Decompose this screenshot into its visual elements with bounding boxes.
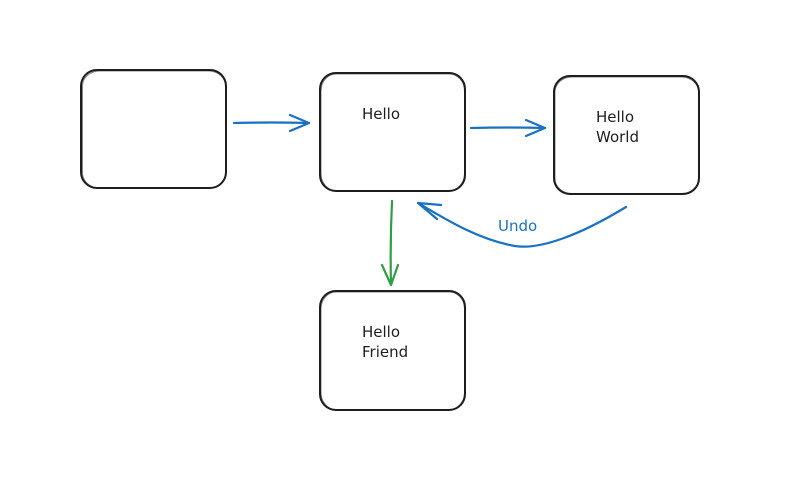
node-hello-world-text: Hello World	[596, 108, 639, 146]
edge-empty-to-hello-arrowhead	[288, 113, 311, 133]
edge-hello-to-hello-world-line	[469, 126, 547, 130]
edge-undo-label: Undo	[498, 217, 537, 235]
edge-empty-to-hello[interactable]	[232, 113, 311, 133]
node-hello-friend-sketch-stroke	[320, 291, 465, 410]
node-hello-world-line-2: World	[596, 128, 639, 146]
edge-hello-to-hello-friend-arrowhead	[380, 263, 400, 287]
edge-hello-to-hello-world-arrowhead	[524, 118, 547, 138]
node-hello-world[interactable]: Hello World	[553, 75, 700, 195]
node-hello[interactable]: Hello	[319, 72, 466, 192]
node-empty[interactable]	[80, 69, 227, 189]
node-hello-world-sketch-stroke	[554, 76, 699, 194]
edge-hello-to-hello-friend[interactable]	[380, 199, 400, 287]
node-hello-friend-text: Hello Friend	[362, 323, 408, 361]
node-hello-sketch-stroke	[320, 73, 465, 191]
edge-undo[interactable]: Undo	[416, 201, 628, 248]
edge-hello-to-hello-world[interactable]	[469, 118, 547, 138]
node-empty-sketch-stroke	[82, 70, 226, 189]
node-hello-box	[319, 72, 466, 192]
node-hello-world-line-1: Hello	[596, 108, 634, 126]
node-empty-box	[80, 69, 227, 189]
edge-undo-arrowhead	[416, 201, 443, 221]
edge-empty-to-hello-line	[232, 121, 311, 125]
node-hello-text: Hello	[362, 105, 400, 123]
node-hello-friend-line-1: Hello	[362, 323, 400, 341]
node-hello-friend[interactable]: Hello Friend	[319, 290, 466, 411]
node-hello-line-1: Hello	[362, 105, 400, 123]
edge-hello-to-hello-friend-line	[389, 199, 394, 287]
edge-undo-line	[416, 201, 628, 248]
node-hello-friend-line-2: Friend	[362, 343, 408, 361]
